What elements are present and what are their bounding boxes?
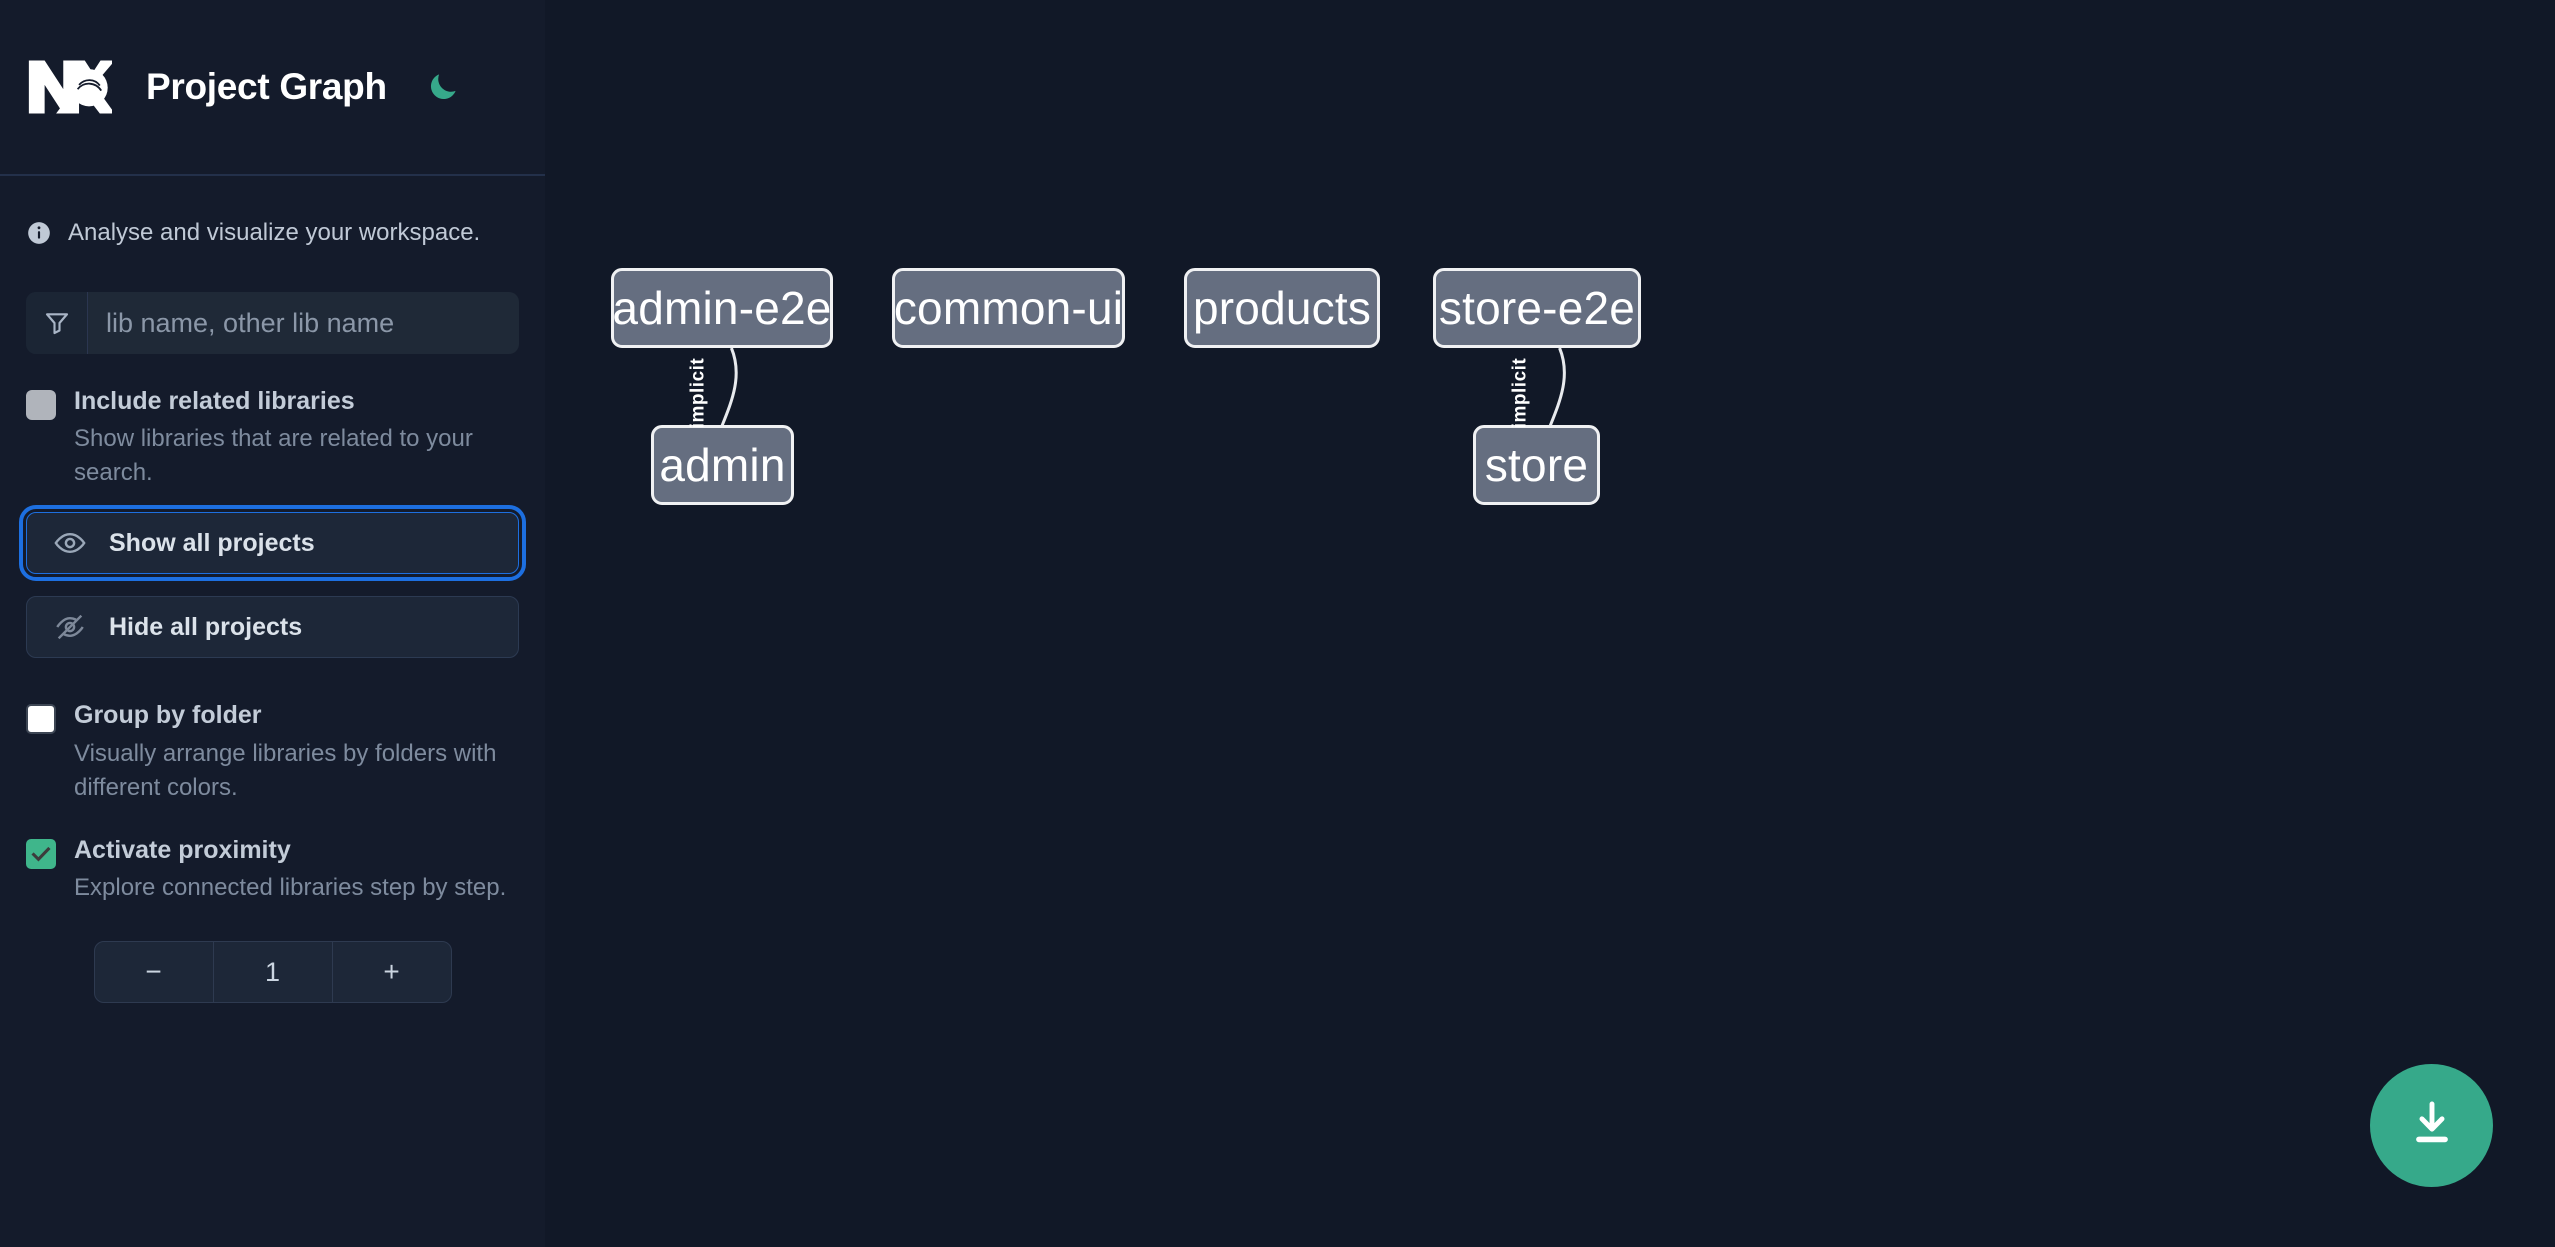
search-input-wrapper[interactable] bbox=[26, 292, 519, 354]
download-graph-button[interactable] bbox=[2370, 1064, 2493, 1187]
option-group-by-folder[interactable]: Group by folder Visually arrange librari… bbox=[26, 700, 519, 804]
sidebar: Project Graph Analyse and visualize your… bbox=[0, 0, 545, 1247]
node-label: store-e2e bbox=[1438, 282, 1636, 334]
node-label: store bbox=[1484, 439, 1589, 491]
checkbox-include-related-libraries[interactable] bbox=[26, 390, 56, 420]
node-label: admin-e2e bbox=[612, 282, 832, 334]
graph-canvas[interactable]: admin-e2e common-ui products store-e2e a… bbox=[545, 0, 2555, 1247]
option-label: Group by folder bbox=[74, 701, 262, 730]
edge-label-admin-implicit: implicit bbox=[687, 357, 709, 429]
stepper-increment-button[interactable]: + bbox=[331, 942, 451, 1003]
option-label: Include related libraries bbox=[74, 387, 355, 415]
option-description: Visually arrange libraries by folders wi… bbox=[74, 739, 497, 801]
sidebar-header: Project Graph bbox=[0, 0, 545, 176]
eye-off-icon bbox=[53, 610, 87, 644]
proximity-stepper[interactable]: − 1 + bbox=[93, 941, 452, 1004]
graph-node-store[interactable]: store bbox=[1473, 425, 1600, 505]
stepper-decrement-button[interactable]: − bbox=[145, 956, 162, 988]
funnel-icon bbox=[26, 292, 88, 354]
stepper-value: 1 bbox=[212, 942, 332, 1003]
option-include-related-libraries[interactable]: Include related libraries Show libraries… bbox=[26, 386, 519, 490]
download-icon bbox=[2404, 1096, 2460, 1155]
show-all-projects-button[interactable]: Show all projects bbox=[19, 505, 526, 582]
graph-node-products[interactable]: products bbox=[1184, 268, 1380, 348]
edge-label-store-implicit: implicit bbox=[1509, 357, 1531, 429]
show-all-projects-label: Show all projects bbox=[109, 528, 315, 557]
graph-node-common-ui[interactable]: common-ui bbox=[892, 268, 1125, 348]
node-label: common-ui bbox=[893, 282, 1124, 334]
graph-edges bbox=[714, 347, 1566, 490]
graph-node-admin-e2e[interactable]: admin-e2e bbox=[611, 268, 833, 348]
option-description: Explore connected libraries step by step… bbox=[74, 874, 507, 902]
hide-all-projects-label: Hide all projects bbox=[109, 612, 303, 641]
checkbox-activate-proximity[interactable] bbox=[26, 838, 56, 869]
search-input[interactable] bbox=[88, 292, 519, 354]
nx-logo-icon bbox=[26, 56, 115, 118]
page-title: Project Graph bbox=[146, 66, 387, 107]
node-label: products bbox=[1192, 282, 1372, 334]
hide-all-projects-button[interactable]: Hide all projects bbox=[26, 596, 519, 659]
option-label: Activate proximity bbox=[74, 835, 291, 864]
eye-icon bbox=[53, 526, 87, 560]
option-activate-proximity[interactable]: Activate proximity Explore connected lib… bbox=[26, 835, 519, 905]
option-description: Show libraries that are related to your … bbox=[74, 425, 473, 487]
tagline-text: Analyse and visualize your workspace. bbox=[68, 219, 481, 246]
tagline-row: Analyse and visualize your workspace. bbox=[26, 176, 519, 272]
info-icon bbox=[26, 220, 52, 246]
node-label: admin bbox=[659, 439, 786, 491]
checkbox-group-by-folder[interactable] bbox=[26, 704, 56, 735]
sidebar-body: Analyse and visualize your workspace. In… bbox=[0, 176, 545, 1004]
graph-node-admin[interactable]: admin bbox=[651, 425, 794, 505]
graph-node-store-e2e[interactable]: store-e2e bbox=[1433, 268, 1641, 348]
moon-icon[interactable] bbox=[421, 65, 465, 109]
